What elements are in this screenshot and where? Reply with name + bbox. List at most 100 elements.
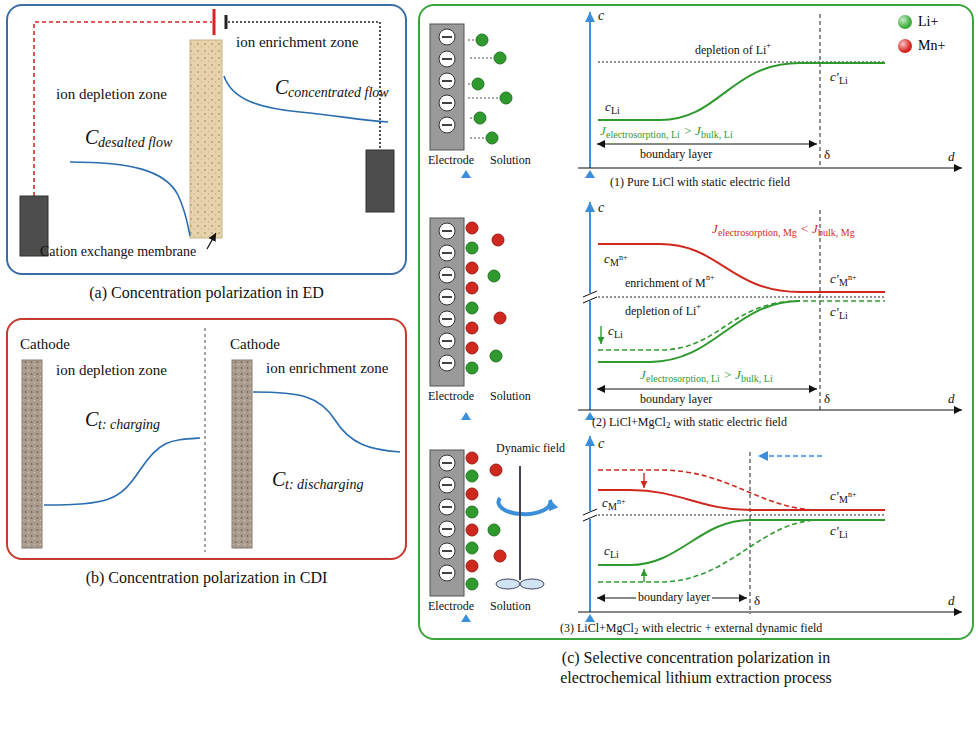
text-label: δ <box>824 392 830 407</box>
profile-chart-3 <box>496 579 520 589</box>
ion-path <box>468 40 474 41</box>
text-label: bulk, Li <box>701 129 733 141</box>
cdi-cell <box>232 360 252 548</box>
ed-cell <box>20 9 394 256</box>
profile-chart-3 <box>750 452 751 614</box>
text-label: Li <box>610 549 619 561</box>
text-label: M <box>610 257 619 269</box>
profile-chart-3 <box>598 520 885 582</box>
text-label: c <box>604 544 610 559</box>
text-label: depletion of Li <box>695 44 766 58</box>
text-label: c <box>605 100 611 115</box>
negative-charge <box>439 245 455 261</box>
text-label: M <box>839 494 848 506</box>
text-label: concentrated flow <box>288 85 389 101</box>
text-label: + <box>766 40 771 50</box>
negative-charge <box>439 95 455 111</box>
ion <box>474 112 486 124</box>
ion <box>500 92 512 104</box>
ion-path <box>468 118 472 119</box>
negative-charge <box>442 58 452 60</box>
profile-chart-3 <box>461 436 962 622</box>
text-label: d <box>948 594 955 609</box>
text-label: Li <box>839 75 848 87</box>
text-label: Cathode <box>230 336 280 353</box>
electrode-plate <box>430 24 464 150</box>
negative-charge <box>439 51 455 67</box>
text-label: (2) LiCl+MgCl <box>592 416 666 430</box>
ion <box>466 282 478 294</box>
ion <box>466 560 478 572</box>
profile-chart-1 <box>585 170 595 178</box>
text-label: (1) Pure LiCl with static electric field <box>610 176 790 190</box>
ion <box>492 234 504 246</box>
text-label: Dynamic field <box>496 442 565 456</box>
negative-charge <box>439 117 455 133</box>
profile-chart-1 <box>598 63 885 120</box>
text-label: electrosorption, Li <box>646 373 720 385</box>
profile-chart-2 <box>597 389 817 390</box>
negative-charge <box>442 550 452 552</box>
profile-chart-2 <box>461 202 962 420</box>
electrodes-and-ions <box>430 24 512 596</box>
text-label: δ <box>754 594 760 609</box>
ion-path <box>468 98 498 99</box>
profile-chart-2 <box>820 210 821 412</box>
text-label: J <box>640 368 646 383</box>
negative-charge <box>442 252 452 254</box>
text-label: Electrode <box>428 600 474 614</box>
ed-cell <box>366 150 394 212</box>
text-label: t: discharging <box>285 477 363 493</box>
text-label: δ <box>824 148 830 163</box>
ion <box>490 350 502 362</box>
ion <box>466 488 478 500</box>
ed-cell <box>70 162 190 236</box>
text-label: c <box>604 252 610 267</box>
negative-charge <box>442 274 452 276</box>
negative-charge <box>439 333 455 349</box>
panel-frame: (b) Concentration polarization in CDI <box>6 318 407 560</box>
profile-chart-1 <box>578 167 962 168</box>
negative-charge <box>439 223 455 239</box>
text-label: (3) LiCl+MgCl <box>560 622 634 636</box>
cdi-cell <box>22 360 42 548</box>
profile-chart-2 <box>600 326 601 344</box>
ion <box>488 524 500 536</box>
text-label: c <box>608 324 614 339</box>
text-label: bulk, Li <box>741 373 773 385</box>
profile-chart-3 <box>643 569 644 582</box>
profile-chart-1 <box>461 12 962 178</box>
profile-chart-3 <box>589 436 591 612</box>
cdi-cell <box>253 392 400 452</box>
text-label: Cathode <box>20 336 70 353</box>
text-label: n+ <box>848 490 857 499</box>
negative-charge <box>439 355 455 371</box>
negative-charge <box>439 289 455 305</box>
profile-chart-3 <box>461 614 471 622</box>
text-label: J <box>735 368 741 383</box>
ed-cell <box>224 76 388 122</box>
text-label: c <box>602 496 608 511</box>
text-label: C <box>272 468 285 491</box>
profile-chart-3 <box>758 455 822 457</box>
text-label: t: charging <box>98 417 160 433</box>
panel-caption: (a) Concentration polarization in ED <box>6 283 407 303</box>
text-label: boundary layer <box>640 393 712 407</box>
text-label: ion enrichment zone <box>266 360 388 377</box>
ion-path <box>468 138 484 139</box>
text-label: c <box>598 436 604 452</box>
cdi-cell <box>22 328 400 552</box>
profile-chart-3 <box>519 466 521 580</box>
profile-chart-2 <box>598 301 885 350</box>
profile-chart-3 <box>498 498 550 514</box>
legend-text: Mn+ <box>918 38 945 54</box>
ion <box>472 78 484 90</box>
text-label: 2 <box>634 626 639 636</box>
legend-row: Li+ <box>898 10 945 34</box>
ed-cell <box>213 9 216 35</box>
profile-chart-1 <box>820 14 821 166</box>
profile-chart-3 <box>643 473 644 488</box>
profile-chart-1 <box>461 170 471 178</box>
negative-charge <box>439 455 455 471</box>
text-label: 2 <box>666 420 671 430</box>
